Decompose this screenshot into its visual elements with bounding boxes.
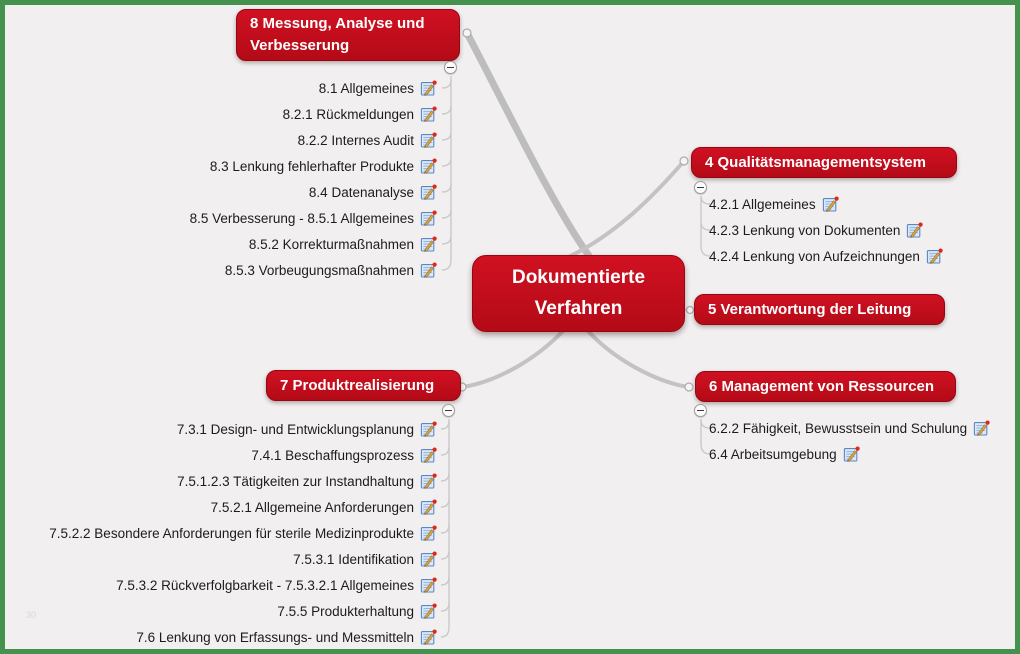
subtopic[interactable]: 4.2.1 Allgemeines — [709, 191, 839, 217]
subtree-hook — [700, 221, 711, 231]
subtree-hook — [440, 524, 450, 534]
subtopic[interactable]: 8.5 Verbesserung - 8.5.1 Allgemeines — [190, 205, 437, 231]
subtree-hook — [440, 602, 450, 612]
topic-4-qualitaetsmanagementsystem[interactable]: 4 Qualitätsmanagementsystem — [691, 147, 957, 178]
notes-icon[interactable] — [420, 105, 437, 123]
notes-icon[interactable] — [420, 209, 437, 227]
central-topic[interactable]: Dokumentierte Verfahren — [472, 255, 685, 332]
subtopic[interactable]: 6.4 Arbeitsumgebung — [709, 441, 860, 467]
subtopic[interactable]: 7.5.5 Produkterhaltung — [277, 598, 437, 624]
notes-icon[interactable] — [420, 472, 437, 490]
subtopic[interactable]: 8.2.2 Internes Audit — [298, 127, 437, 153]
subtree-hook — [441, 79, 452, 89]
subtree-hook — [440, 576, 450, 586]
subtopic[interactable]: 8.5.2 Korrekturmaßnahmen — [249, 231, 437, 257]
subtopic[interactable]: 4.2.4 Lenkung von Aufzeichnungen — [709, 243, 943, 269]
subtopic[interactable]: 6.2.2 Fähigkeit, Bewusstsein und Schulun… — [709, 415, 991, 441]
subtopic[interactable]: 8.4 Datenanalyse — [309, 179, 437, 205]
subtopic-list-6: 6.2.2 Fähigkeit, Bewusstsein und Schulun… — [709, 415, 991, 467]
subtopic[interactable]: 8.5.3 Vorbeugungsmaßnahmen — [225, 257, 437, 283]
minus-icon — [697, 187, 704, 188]
notes-icon[interactable] — [420, 131, 437, 149]
notes-icon[interactable] — [420, 576, 437, 594]
notes-icon[interactable] — [420, 261, 437, 279]
minus-icon — [697, 410, 704, 411]
notes-icon[interactable] — [420, 628, 437, 646]
subtopic[interactable]: 7.5.3.1 Identifikation — [293, 546, 437, 572]
branch-curve-7 — [461, 329, 565, 389]
subtree-hook — [700, 419, 711, 429]
notes-icon[interactable] — [906, 221, 924, 239]
subtree-line-7 — [440, 419, 450, 638]
notes-icon[interactable] — [973, 419, 991, 437]
subtopic[interactable]: 7.5.3.2 Rückverfolgbarkeit - 7.5.3.2.1 A… — [116, 572, 437, 598]
subtopic[interactable]: 8.1 Allgemeines — [319, 75, 437, 101]
subtopic[interactable]: 7.3.1 Design- und Entwicklungsplanung — [177, 416, 437, 442]
subtopic[interactable]: 8.2.1 Rückmeldungen — [283, 101, 437, 127]
notes-icon[interactable] — [420, 446, 437, 464]
subtree-line-8 — [441, 76, 452, 271]
notes-icon[interactable] — [420, 524, 437, 542]
notes-icon[interactable] — [420, 79, 437, 97]
subtopic[interactable]: 7.5.2.2 Besondere Anforderungen für ster… — [49, 520, 437, 546]
connection-dot-5 — [685, 305, 695, 315]
topic-5-verantwortung-der-leitung[interactable]: 5 Verantwortung der Leitung — [694, 294, 945, 325]
subtree-hook — [440, 550, 450, 560]
watermark: 30 — [26, 610, 37, 620]
subtopic[interactable]: 7.4.1 Beschaffungsprozess — [251, 442, 437, 468]
subtree-hook — [440, 446, 450, 456]
branch-curve-8 — [463, 29, 596, 264]
subtopic[interactable]: 4.2.3 Lenkung von Dokumenten — [709, 217, 924, 243]
connection-dot-8 — [462, 28, 472, 38]
subtopic[interactable]: 7.5.2.1 Allgemeine Anforderungen — [211, 494, 437, 520]
collapse-button-4[interactable] — [694, 181, 707, 194]
branch-curve-4 — [560, 159, 686, 262]
subtopic[interactable]: 7.6 Lenkung von Erfassungs- und Messmitt… — [136, 624, 437, 650]
subtopic-list-4: 4.2.1 Allgemeines 4.2.3 Lenkung von Doku… — [709, 191, 943, 269]
minus-icon — [447, 67, 454, 68]
notes-icon[interactable] — [420, 550, 437, 568]
subtree-hook — [441, 183, 452, 193]
notes-icon[interactable] — [420, 235, 437, 253]
topic-8-messung-analyse-verbesserung[interactable]: 8 Messung, Analyse und Verbesserung — [236, 9, 460, 61]
topic-6-management-von-ressourcen[interactable]: 6 Management von Ressourcen — [695, 371, 956, 402]
subtree-hook — [441, 209, 452, 219]
subtopic[interactable]: 8.3 Lenkung fehlerhafter Produkte — [210, 153, 437, 179]
notes-icon[interactable] — [420, 498, 437, 516]
subtree-hook — [440, 420, 450, 430]
notes-icon[interactable] — [420, 420, 437, 438]
subtopic[interactable]: 7.5.1.2.3 Tätigkeiten zur Instandhaltung — [177, 468, 437, 494]
minus-icon — [445, 410, 452, 411]
notes-icon[interactable] — [420, 183, 437, 201]
collapse-button-7[interactable] — [442, 404, 455, 417]
connection-dot-6 — [684, 382, 694, 392]
collapse-button-6[interactable] — [694, 404, 707, 417]
topic-7-produktrealisierung[interactable]: 7 Produktrealisierung — [266, 370, 461, 401]
subtree-hook — [441, 105, 452, 115]
branch-curve-6 — [586, 329, 690, 389]
subtree-hook — [440, 498, 450, 508]
notes-icon[interactable] — [420, 602, 437, 620]
subtree-hook — [441, 235, 452, 245]
subtree-hook — [440, 472, 450, 482]
notes-icon[interactable] — [926, 247, 943, 265]
subtree-hook — [441, 131, 452, 141]
collapse-button-8[interactable] — [444, 61, 457, 74]
subtree-line-6 — [700, 419, 711, 455]
subtree-hook — [700, 195, 711, 205]
notes-icon[interactable] — [843, 445, 860, 463]
subtopic-list-8: 8.1 Allgemeines 8.2.1 Rückmeldungen 8.2.… — [190, 75, 437, 283]
connection-dot-4 — [679, 156, 689, 166]
notes-icon[interactable] — [420, 157, 437, 175]
notes-icon[interactable] — [822, 195, 839, 213]
subtree-line-4 — [700, 196, 711, 257]
subtree-hook — [441, 157, 452, 167]
subtopic-list-7: 7.3.1 Design- und Entwicklungsplanung 7.… — [49, 416, 437, 650]
